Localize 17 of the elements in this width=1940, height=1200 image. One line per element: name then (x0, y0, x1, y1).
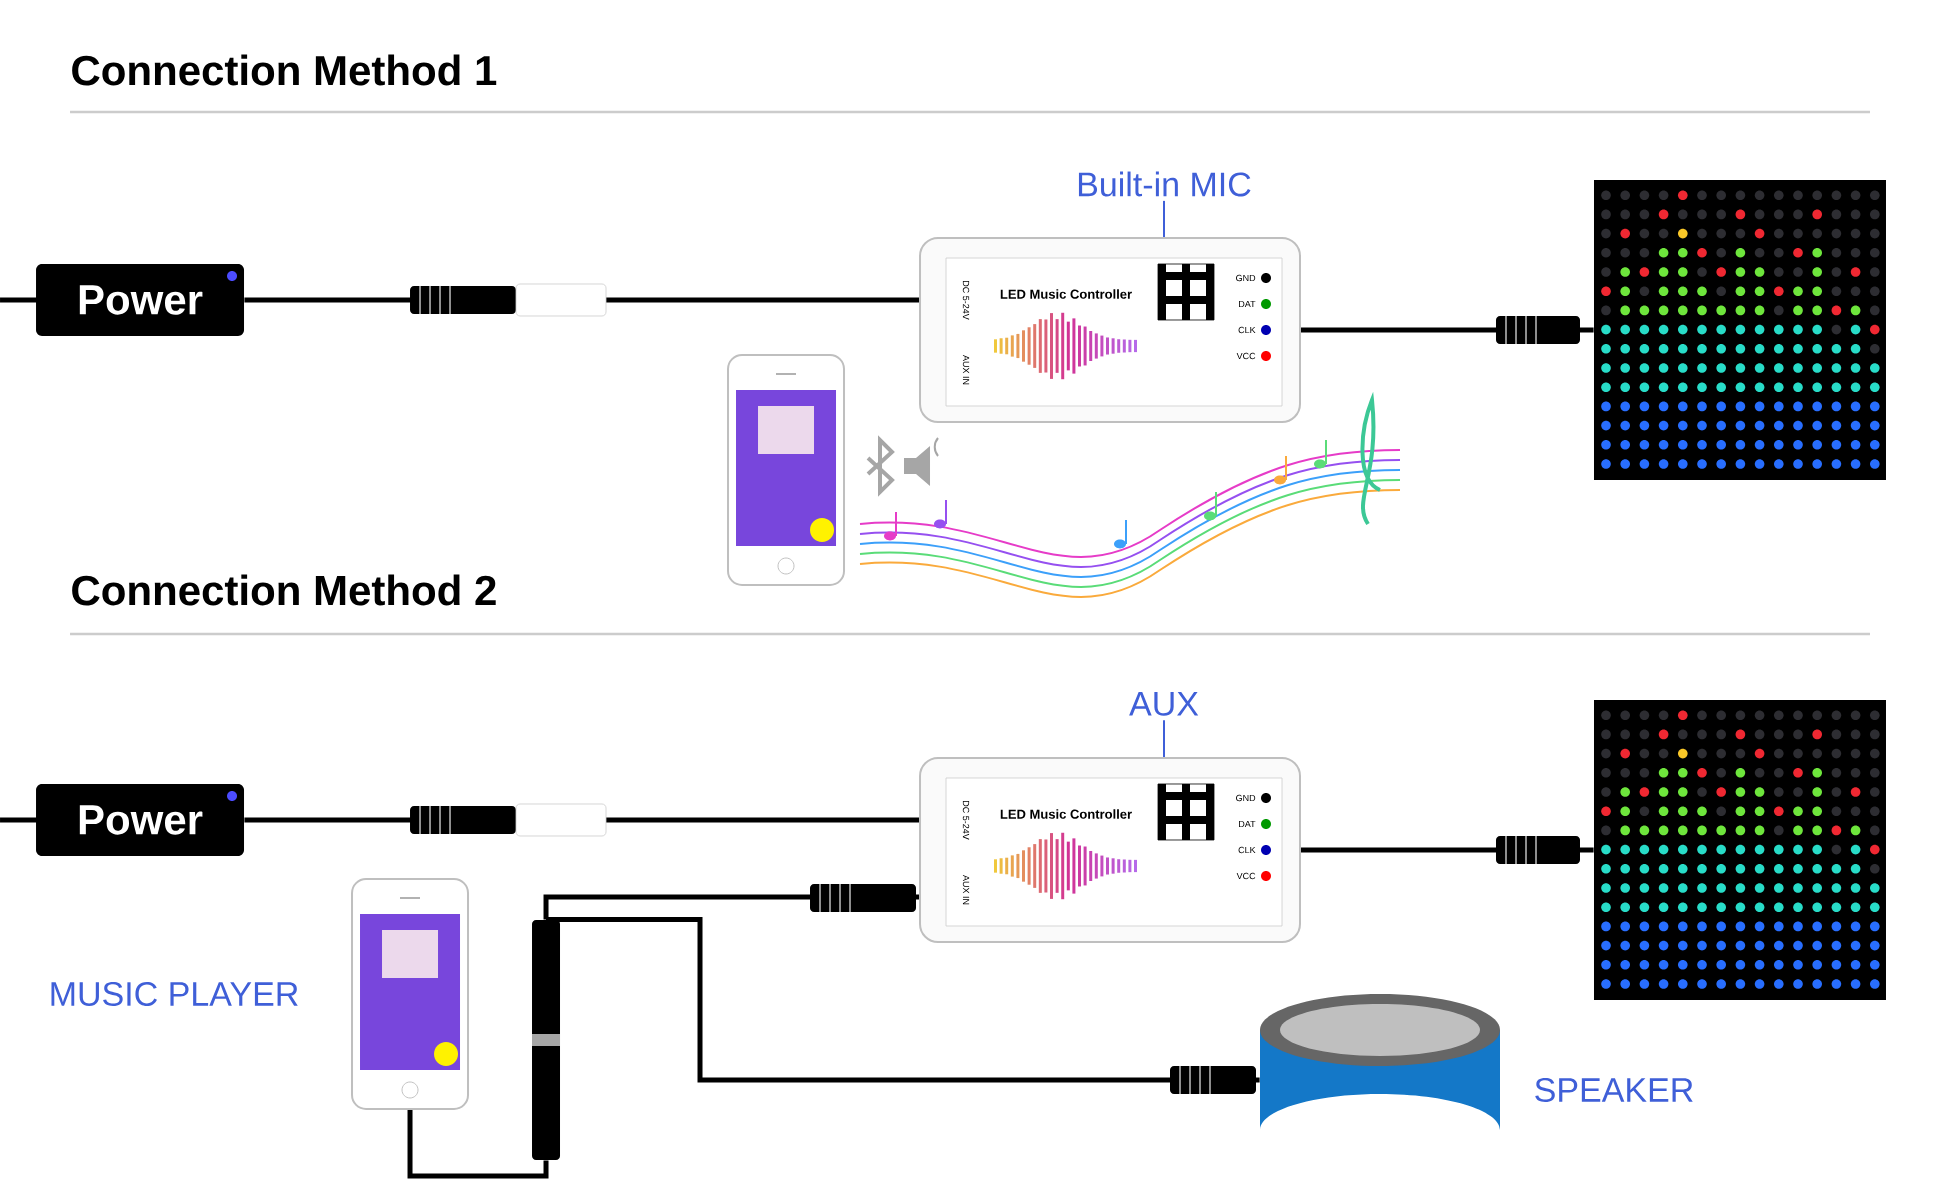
phone-drawing (727, 354, 845, 586)
callout-label: Built-in MIC (1078, 171, 1251, 197)
splitter-drawing (532, 920, 560, 1160)
callout-label: AUX (1129, 692, 1199, 716)
cable (407, 1110, 549, 1179)
section-heading: Connection Method 1 (72, 54, 497, 86)
led-matrix-drawing (1594, 700, 1886, 1000)
leader-line (1163, 199, 1165, 238)
phone-drawing (351, 878, 469, 1110)
device-label: MUSIC PLAYER (51, 981, 298, 1007)
power-label: Power (36, 264, 244, 336)
power-label: Power (36, 784, 244, 856)
leader-line (1163, 719, 1165, 758)
device-label: SPEAKER (1535, 1077, 1693, 1103)
speaker-drawing (1260, 994, 1500, 1130)
section-heading: Connection Method 2 (72, 574, 496, 606)
led-matrix-drawing (1594, 180, 1886, 480)
